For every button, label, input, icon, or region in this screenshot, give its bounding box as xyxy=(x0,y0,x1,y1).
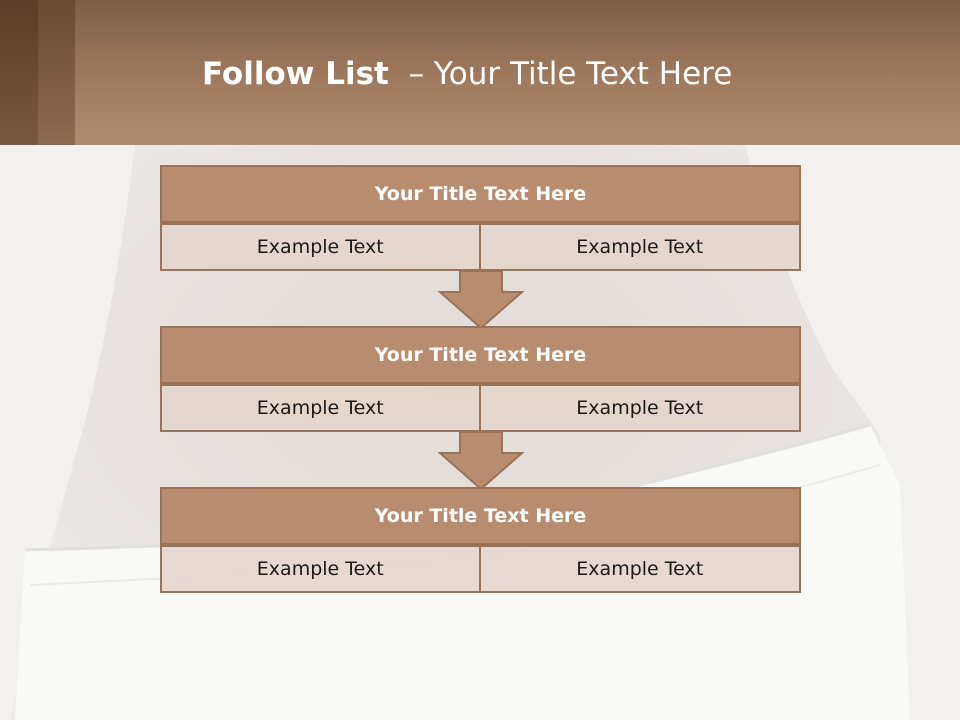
follow-block-cell-left: Example Text xyxy=(160,223,481,271)
follow-block-cell-right: Example Text xyxy=(480,545,801,593)
follow-block-cell-right: Example Text xyxy=(480,384,801,432)
down-arrow-icon xyxy=(438,431,524,491)
slide-title-rest: – Your Title Text Here xyxy=(408,56,733,92)
header-accent-strip-dark xyxy=(0,0,38,145)
follow-block-title: Your Title Text Here xyxy=(160,487,801,545)
follow-block-cell-left: Example Text xyxy=(160,545,481,593)
follow-block-row: Example Text Example Text xyxy=(160,384,801,432)
follow-block-row: Example Text Example Text xyxy=(160,223,801,271)
follow-block-row: Example Text Example Text xyxy=(160,545,801,593)
header-accent-strip xyxy=(38,0,75,145)
slide-title-bold: Follow List xyxy=(202,56,389,92)
follow-block-cell-right: Example Text xyxy=(480,223,801,271)
follow-block-title: Your Title Text Here xyxy=(160,326,801,384)
down-arrow-icon xyxy=(438,270,524,330)
slide-title: Follow List – Your Title Text Here xyxy=(202,56,732,92)
follow-block-title: Your Title Text Here xyxy=(160,165,801,223)
follow-block-cell-left: Example Text xyxy=(160,384,481,432)
header-band: Follow List – Your Title Text Here xyxy=(0,0,960,145)
